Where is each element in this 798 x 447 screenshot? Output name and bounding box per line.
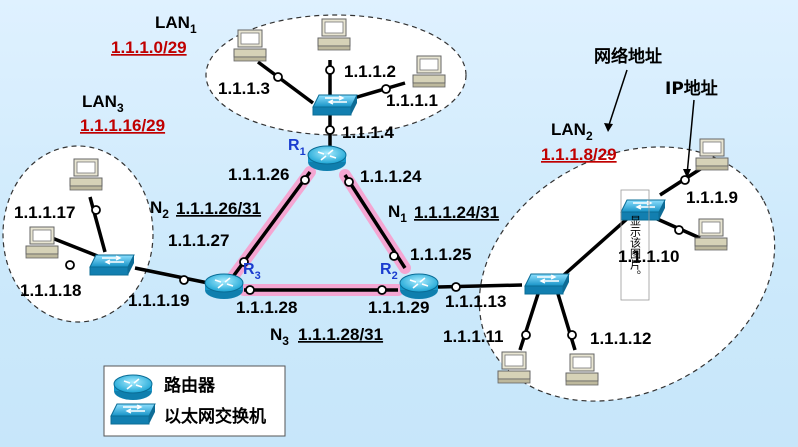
r2-iface-ip: 1.1.1.29 — [368, 298, 429, 317]
lan2-host-ip: 1.1.1.9 — [686, 188, 738, 207]
lan1-name: LAN1 — [155, 13, 197, 36]
lan3-boundary — [2, 145, 154, 323]
r3-iface-ip: 1.1.1.28 — [236, 298, 297, 317]
n2-network: 1.1.1.26/31 — [176, 199, 261, 218]
pc-icon — [497, 351, 531, 384]
lan1-host-ip: 1.1.1.3 — [218, 79, 270, 98]
switch-lan3-icon — [89, 254, 135, 276]
router-r3-label: R3 — [243, 261, 261, 282]
image-placeholder — [620, 189, 650, 301]
lan1-boundary — [205, 14, 467, 136]
pc-icon — [317, 18, 351, 51]
lan3-host-ip: 1.1.1.18 — [20, 281, 81, 300]
ip-address-annotation: IP地址 — [665, 78, 718, 99]
lan2-name: LAN2 — [551, 120, 593, 143]
lan2-network: 1.1.1.8/29 — [541, 145, 617, 164]
r3-iface-ip: 1.1.1.27 — [168, 231, 229, 250]
legend-router-label: 路由器 — [164, 375, 216, 396]
lan1-gateway-ip: 1.1.1.4 — [342, 123, 395, 142]
image-placeholder-text: 显示该图片。 — [629, 215, 642, 281]
network-address-arrow — [607, 69, 628, 129]
ip-address-arrow — [686, 99, 695, 176]
pc-icon — [412, 55, 446, 88]
lan1-host-ip: 1.1.1.2 — [344, 62, 396, 81]
pc-icon — [694, 218, 728, 251]
pc-icon — [695, 138, 729, 171]
lan3-gateway-ip: 1.1.1.19 — [128, 291, 189, 310]
network-address-annotation: 网络地址 — [594, 46, 662, 67]
router-r1-icon — [307, 145, 347, 172]
pc-icon — [25, 226, 59, 259]
n1-network: 1.1.1.24/31 — [414, 203, 499, 222]
legend-switch-label: 以太网交换机 — [164, 406, 266, 427]
lan3-name: LAN3 — [82, 92, 124, 115]
pc-icon — [233, 29, 267, 62]
switch-lan2-icon — [524, 273, 570, 295]
lan2-boundary — [478, 146, 776, 402]
lan3-network: 1.1.1.16/29 — [80, 116, 165, 135]
router-r2-label: R2 — [380, 261, 398, 282]
n3-label: N3 — [270, 325, 289, 348]
n3-network: 1.1.1.28/31 — [298, 325, 383, 344]
router-r3-icon — [204, 273, 244, 300]
r2-iface-ip: 1.1.1.25 — [410, 245, 471, 264]
r1-iface-ip: 1.1.1.26 — [228, 165, 289, 184]
switch-icon — [110, 403, 156, 425]
lan2-host-ip: 1.1.1.10 — [618, 247, 679, 266]
lan3-host-ip: 1.1.1.17 — [14, 203, 75, 222]
switch-lan1-icon — [312, 94, 358, 116]
router-r1-label: R1 — [288, 137, 306, 158]
r1-iface-ip: 1.1.1.24 — [360, 167, 422, 186]
router-icon — [113, 374, 153, 401]
lan2-host-ip: 1.1.1.11 — [443, 327, 504, 346]
n1-label: N1 — [388, 202, 407, 225]
pc-icon — [565, 353, 599, 386]
lan1-host-ip: 1.1.1.1 — [386, 91, 438, 110]
port-dots — [65, 65, 690, 340]
pc-icon — [69, 158, 103, 191]
lan1-network: 1.1.1.0/29 — [111, 38, 187, 57]
n2-label: N2 — [150, 198, 169, 221]
router-r2-icon — [399, 273, 439, 300]
lan2-host-ip: 1.1.1.12 — [590, 329, 651, 348]
lan2-gateway-ip: 1.1.1.13 — [445, 292, 506, 311]
